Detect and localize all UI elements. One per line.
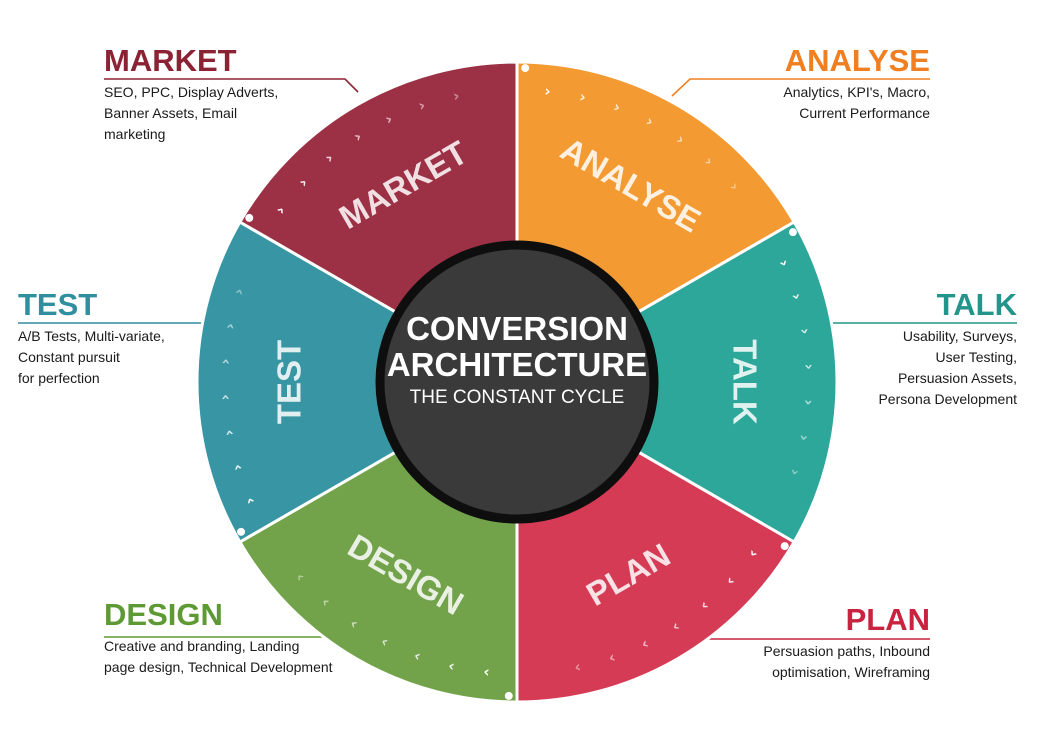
leader-line-analyse	[671, 78, 930, 97]
callout-market-desc: SEO, PPC, Display Adverts, Banner Assets…	[104, 84, 279, 142]
callout-design-desc: Creative and branding, Landing page desi…	[104, 638, 333, 675]
callout-analyse-desc: Analytics, KPI's, Macro, Current Perform…	[783, 84, 930, 121]
chevron-icon: ›	[451, 86, 461, 105]
callout-talk-desc: Usability, Surveys, User Testing, Persua…	[878, 328, 1017, 407]
segment-label-talk: TALK	[726, 339, 763, 425]
chevron-icon: ›	[786, 467, 805, 478]
chevron-icon: ›	[544, 82, 552, 101]
chevron-icon: ›	[220, 428, 239, 437]
callout-test-title: TEST	[18, 287, 98, 322]
callout-test: TEST A/B Tests, Multi-variate, Constant …	[18, 288, 228, 389]
callout-test-desc: A/B Tests, Multi-variate, Constant pursu…	[18, 328, 165, 386]
center-title-line1: CONVERSION	[406, 310, 628, 347]
chevron-icon: ›	[446, 658, 456, 677]
callout-plan: PLAN Persuasion paths, Inbound optimisat…	[670, 603, 930, 683]
chevron-icon: ›	[611, 98, 623, 117]
chevron-icon: ›	[216, 394, 234, 401]
chevron-icon: ›	[216, 358, 234, 365]
callout-talk-title: TALK	[936, 287, 1017, 322]
callout-market: MARKET SEO, PPC, Display Adverts, Banner…	[104, 44, 354, 145]
callout-talk: TALK Usability, Surveys, User Testing, P…	[807, 288, 1017, 410]
segment-notch-talk	[788, 228, 797, 237]
chevron-icon: ›	[411, 647, 423, 666]
segment-notch-plan	[780, 542, 789, 551]
callout-design-title: DESIGN	[104, 597, 223, 632]
callout-plan-desc: Persuasion paths, Inbound optimisation, …	[763, 643, 930, 680]
leader-line-market	[104, 78, 359, 93]
callout-analyse: ANALYSE Analytics, KPI's, Macro, Current…	[680, 44, 930, 124]
chevron-icon: ›	[578, 88, 588, 107]
segment-notch-market	[245, 213, 254, 222]
center-subtitle: THE CONSTANT CYCLE	[410, 387, 625, 408]
callout-analyse-title: ANALYSE	[784, 43, 930, 78]
chevron-icon: ›	[220, 321, 239, 331]
segment-notch-design	[504, 691, 513, 700]
callout-plan-title: PLAN	[845, 602, 930, 637]
chevron-icon: ›	[229, 286, 248, 297]
chevron-icon: ›	[787, 291, 806, 302]
chevron-icon: ›	[795, 433, 814, 443]
chevron-icon: ›	[482, 664, 490, 683]
callout-market-title: MARKET	[104, 43, 237, 78]
chevron-icon: ›	[228, 462, 247, 473]
chevron-icon: ›	[573, 659, 583, 678]
chevron-icon: ›	[606, 649, 618, 668]
chevron-icon: ›	[800, 399, 818, 406]
center-hub: CONVERSION ARCHITECTURE THE CONSTANT CYC…	[375, 240, 659, 524]
center-hub-circle	[375, 240, 659, 524]
chevron-icon: ›	[800, 363, 818, 370]
segment-notch-test	[237, 527, 246, 536]
center-title-line2: ARCHITECTURE	[387, 346, 647, 383]
segment-notch-analyse	[521, 64, 530, 73]
chevron-icon: ›	[796, 327, 815, 336]
chevron-icon: ›	[416, 96, 428, 115]
segment-label-test: TEST	[271, 340, 308, 424]
callout-design: DESIGN Creative and branding, Landing pa…	[104, 598, 434, 678]
